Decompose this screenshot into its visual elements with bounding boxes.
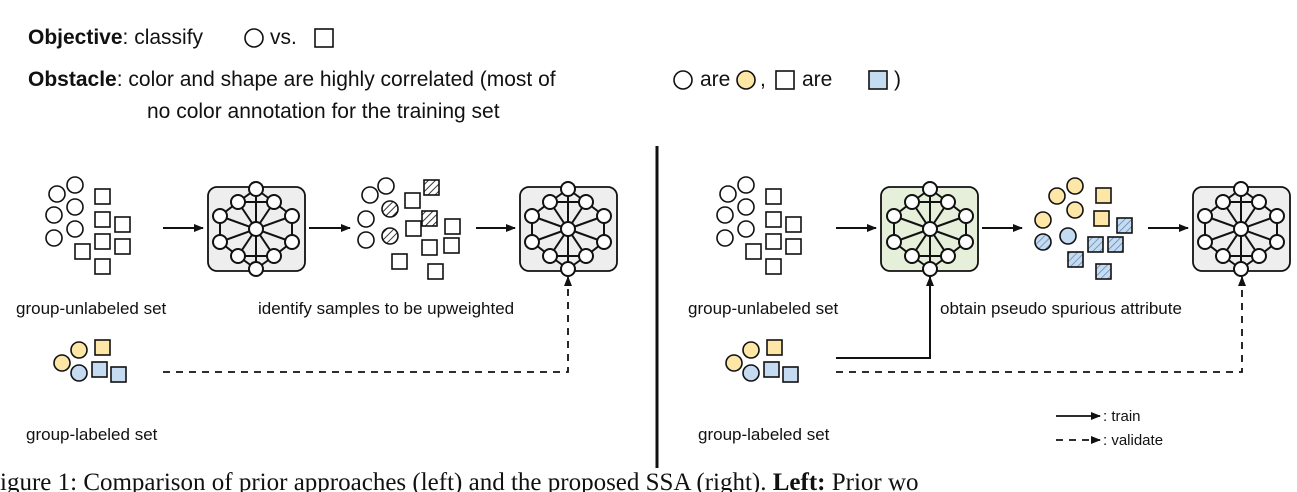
objective-vs: vs. — [270, 26, 297, 49]
obstacle-label: Obstacle — [28, 68, 117, 91]
validate-arrow — [836, 276, 1246, 373]
circle-shape-icon — [673, 70, 693, 90]
identified-samples-cluster — [357, 177, 461, 280]
right-unlabeled-label: group-unlabeled set — [688, 299, 839, 318]
obstacle-are-1: are — [700, 68, 730, 91]
obstacle-line-2: no color annotation for the training set — [147, 100, 500, 123]
caption-prefix: igure 1: Comparison of prior approaches … — [0, 469, 773, 492]
obstacle-close: ) — [894, 68, 901, 91]
legend-validate-label: : validate — [1103, 432, 1163, 449]
left-panel: group-unlabeled set identify samples to … — [16, 176, 618, 444]
validate-arrow — [163, 276, 572, 373]
left-identify-label: identify samples to be upweighted — [258, 299, 514, 318]
left-unlabeled-label: group-unlabeled set — [16, 299, 167, 318]
left-labeled-label: group-labeled set — [26, 425, 158, 444]
square-shape-icon — [775, 70, 795, 90]
legend-train-label: : train — [1103, 408, 1141, 425]
right-panel: group-unlabeled set obtain pseudo spurio… — [688, 176, 1291, 449]
square-shape-icon — [314, 28, 334, 48]
legend: : train : validate — [1056, 408, 1163, 449]
yellow-circle-icon — [736, 70, 756, 90]
unlabeled-samples-cluster — [716, 176, 802, 275]
figure-caption: igure 1: Comparison of prior approaches … — [0, 469, 919, 492]
obstacle-text: : color and shape are highly correlated … — [117, 68, 556, 91]
obstacle-line: Obstacle: color and shape are highly cor… — [28, 68, 556, 91]
pseudo-labeled-samples-cluster — [1034, 177, 1133, 280]
blue-square-icon — [868, 70, 888, 90]
labeled-samples-cluster — [725, 339, 799, 383]
caption-bold: Left: — [773, 469, 826, 492]
unlabeled-samples-cluster — [45, 176, 131, 275]
right-pseudo-label: obtain pseudo spurious attribute — [940, 299, 1182, 318]
objective-text: : classify — [123, 26, 204, 49]
train-arrow — [836, 276, 934, 359]
circle-shape-icon — [244, 28, 264, 48]
caption-suffix: Prior wo — [826, 469, 919, 492]
objective-line: Objective: classify — [28, 26, 204, 49]
labeled-samples-cluster — [53, 339, 127, 383]
objective-label: Objective — [28, 26, 123, 49]
right-labeled-label: group-labeled set — [698, 425, 830, 444]
obstacle-comma: , — [760, 68, 766, 91]
obstacle-are-2: are — [802, 68, 832, 91]
